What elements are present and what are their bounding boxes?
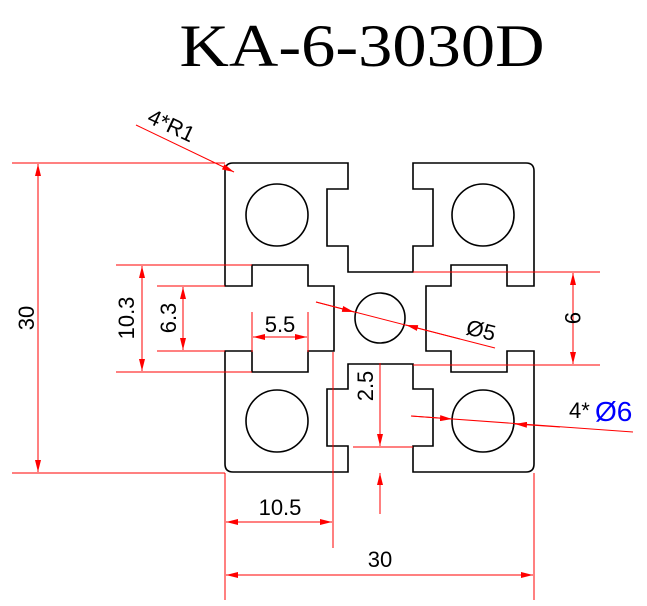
radius-callout: 4*R1 — [135, 104, 235, 173]
slot-depth-label: 9 — [560, 312, 585, 324]
corner-hole-top-left — [245, 183, 309, 247]
profile-outline — [224, 162, 535, 473]
slot-neck-label: 5.5 — [265, 312, 296, 337]
corner-hole-bottom-right — [451, 389, 515, 453]
drawing-title: KA-6-3030D — [180, 13, 545, 79]
offset-dimension: 10.5 — [224, 352, 334, 600]
slot-outer-dimension: 10.3 — [114, 264, 252, 373]
slot-opening-label: 6.3 — [156, 303, 181, 334]
corner-hole-count-label: 4* — [569, 398, 590, 423]
corner-hole-label: Ø6 — [595, 396, 632, 427]
center-hole-dimension: Ø5 — [315, 301, 498, 349]
corner-hole-dimension: 4* Ø6 — [410, 396, 634, 433]
slot-outer-label: 10.3 — [114, 297, 139, 340]
wall-dimension: 2.5 — [353, 363, 413, 514]
slot-neck-dimension: 5.5 — [251, 312, 309, 352]
center-hole — [354, 292, 406, 344]
offset-label: 10.5 — [259, 495, 302, 520]
overall-height-dimension: 30 — [12, 162, 225, 474]
overall-height-label: 30 — [14, 306, 39, 330]
overall-width-label: 30 — [368, 547, 392, 572]
radius-label: 4*R1 — [144, 104, 199, 147]
wall-label: 2.5 — [353, 371, 378, 402]
corner-hole-top-right — [451, 183, 515, 247]
corner-hole-bottom-left — [245, 389, 309, 453]
overall-width-dimension: 30 — [226, 473, 535, 600]
slot-depth-dimension: 9 — [413, 271, 600, 366]
slot-opening-dimension: 6.3 — [156, 285, 225, 352]
